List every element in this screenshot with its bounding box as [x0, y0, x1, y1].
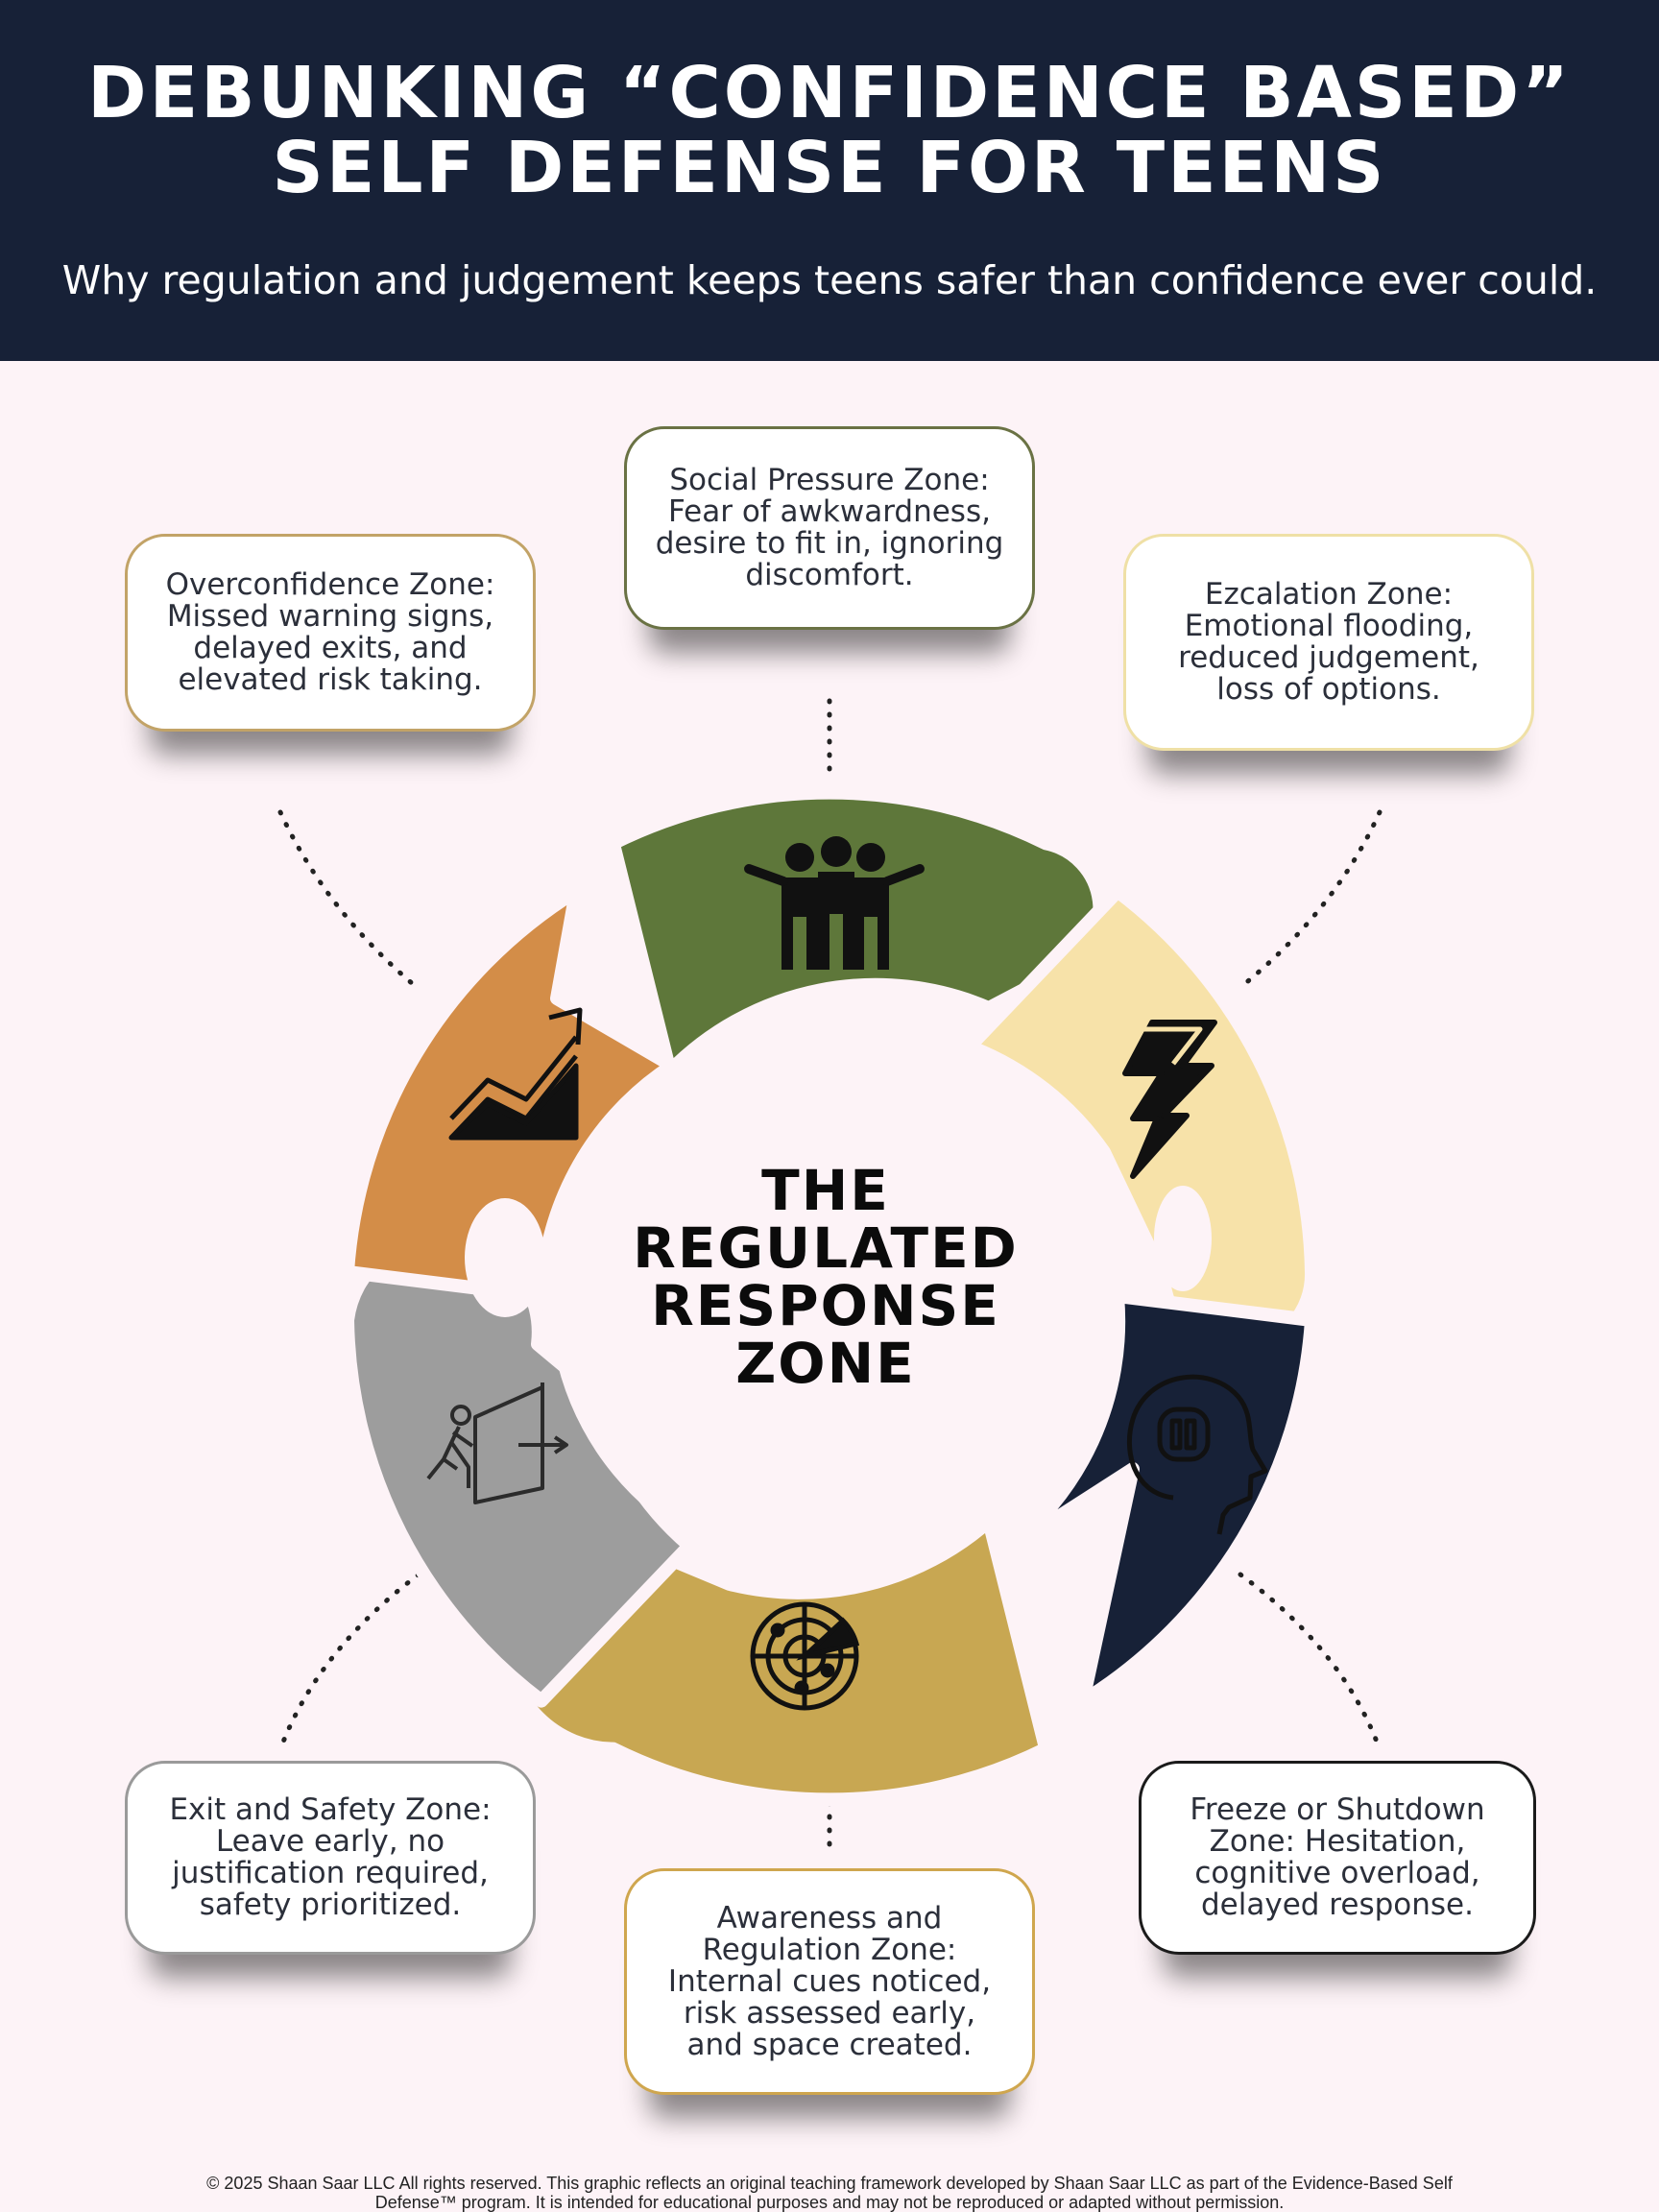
zone-card-social: Social Pressure Zone: Fear of awkwardnes… [624, 426, 1035, 630]
zone-card-escalation-text: Ezcalation Zone: Emotional flooding, red… [1178, 577, 1479, 707]
center-line-1: THE [761, 1158, 890, 1223]
zone-card-exit-text: Exit and Safety Zone: Leave early, no ju… [169, 1792, 492, 1922]
page-title: DEBUNKING “CONFIDENCE BASED” SELF DEFENS… [0, 56, 1659, 205]
segment-freeze [992, 1289, 1318, 1708]
center-line-4: ZONE [735, 1331, 916, 1396]
zone-card-freeze: Freeze or Shutdown Zone: Hesitation, cog… [1139, 1761, 1536, 1955]
overconfidence-cutout [465, 1198, 545, 1317]
connector-overconfidence [277, 809, 421, 992]
connector-exit [277, 1572, 421, 1752]
connector-escalation [1236, 809, 1382, 992]
footer-line-2: Defense™ program. It is intended for edu… [374, 2193, 1285, 2212]
zone-card-escalation: Ezcalation Zone: Emotional flooding, red… [1123, 534, 1534, 751]
center-disc [549, 1016, 1110, 1576]
zone-card-awareness: Awareness and Regulation Zone: Internal … [624, 1868, 1035, 2095]
trend-up-icon [448, 1007, 583, 1141]
zone-card-exit: Exit and Safety Zone: Leave early, no ju… [125, 1761, 536, 1955]
copyright-footer: © 2025 Shaan Saar LLC All rights reserve… [96, 2174, 1563, 2212]
page-subtitle: Why regulation and judgement keeps teens… [61, 257, 1598, 303]
zone-card-overconfidence-text: Overconfidence Zone: Missed warning sign… [165, 567, 495, 697]
lightning-icon [1122, 1020, 1217, 1179]
center-title: THE REGULATED RESPONSE ZONE [576, 1162, 1075, 1392]
zone-card-freeze-text: Freeze or Shutdown Zone: Hesitation, cog… [1190, 1792, 1485, 1922]
zone-card-social-text: Social Pressure Zone: Fear of awkwardnes… [655, 463, 1004, 592]
zone-card-overconfidence: Overconfidence Zone: Missed warning sign… [125, 534, 536, 732]
escalation-cutout [1154, 1186, 1212, 1291]
exit-door-icon [426, 1382, 568, 1504]
header-banner: DEBUNKING “CONFIDENCE BASED” SELF DEFENS… [0, 0, 1659, 361]
center-line-3: RESPONSE [651, 1273, 1000, 1338]
group-icon [744, 836, 925, 970]
radar-icon [750, 1601, 860, 1711]
footer-line-1: © 2025 Shaan Saar LLC All rights reserve… [206, 2174, 1453, 2193]
title-line-1: DEBUNKING “CONFIDENCE BASED” [87, 52, 1572, 134]
title-line-2: SELF DEFENSE FOR TEENS [272, 127, 1387, 209]
connector-freeze [1238, 1572, 1382, 1752]
zone-card-awareness-text: Awareness and Regulation Zone: Internal … [667, 1900, 992, 2062]
center-line-2: REGULATED [633, 1215, 1019, 1281]
head-pause-icon [1126, 1374, 1268, 1535]
